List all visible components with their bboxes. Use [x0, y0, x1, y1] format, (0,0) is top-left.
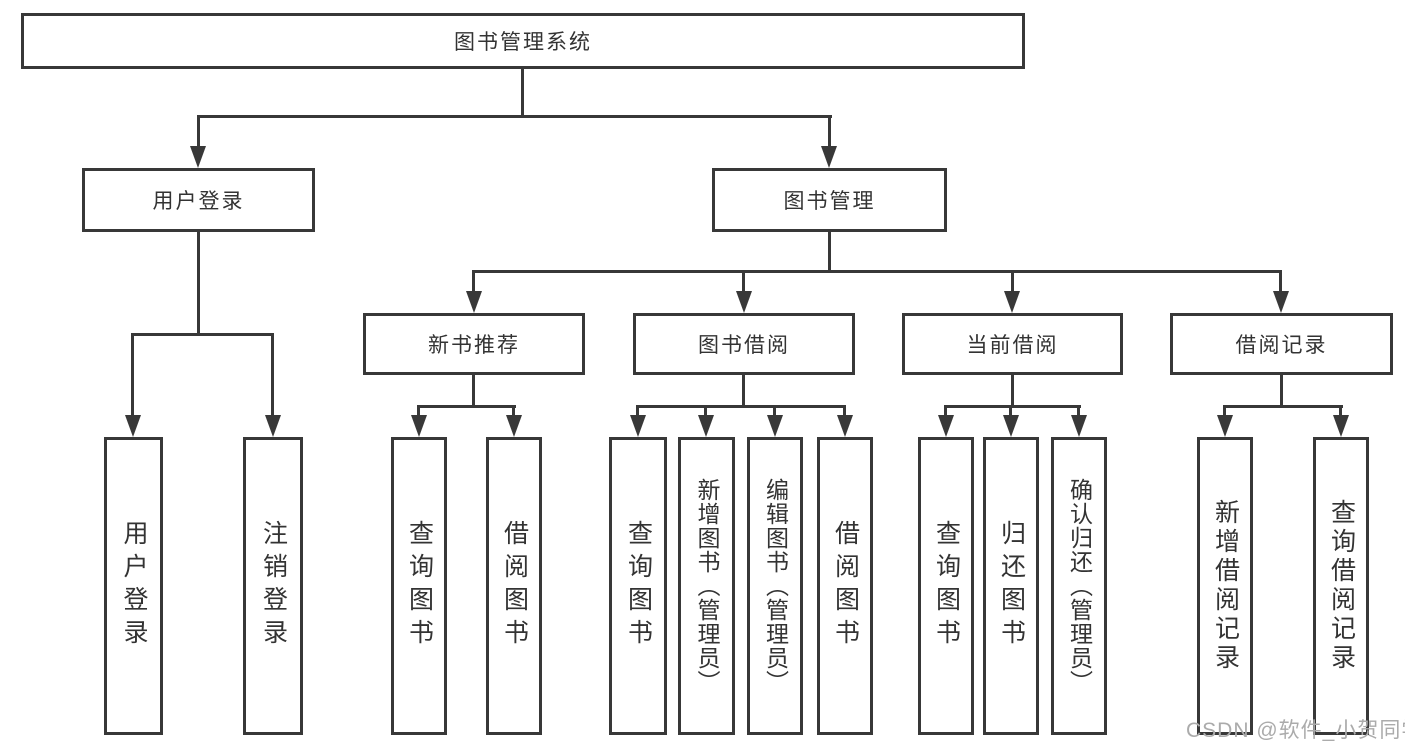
- connector-line: [1279, 270, 1282, 296]
- connector-line: [417, 405, 516, 408]
- node-current-borrowing: 当前借阅: [902, 313, 1123, 375]
- arrow-down-icon: [1333, 415, 1349, 437]
- node-label: 查询图书: [405, 520, 434, 652]
- arrow-down-icon: [506, 415, 522, 437]
- connector-line: [472, 270, 1282, 273]
- leaf-add-books-admin: 新增图书（管理员）: [678, 437, 735, 735]
- leaf-borrowing-query-books: 查询图书: [609, 437, 667, 735]
- leaf-borrow-books: 借阅图书: [817, 437, 873, 735]
- csdn-watermark: CSDN @软件_小贺同学: [1186, 719, 1405, 742]
- connector-line: [472, 270, 475, 296]
- node-label: 借阅图书: [500, 520, 529, 652]
- leaf-logout: 注销登录: [243, 437, 303, 735]
- arrow-down-icon: [265, 415, 281, 437]
- leaf-query-borrow-record: 查询借阅记录: [1313, 437, 1369, 735]
- connector-line: [131, 333, 134, 417]
- connector-line: [636, 405, 639, 419]
- arrow-down-icon: [938, 415, 954, 437]
- connector-line: [843, 405, 846, 419]
- arrow-down-icon: [821, 146, 837, 168]
- leaf-user-login: 用户登录: [104, 437, 163, 735]
- node-label: 新增图书（管理员）: [694, 478, 720, 694]
- node-book-borrowing: 图书借阅: [633, 313, 855, 375]
- connector-line: [512, 405, 515, 419]
- connector-line: [944, 405, 1081, 408]
- arrow-down-icon: [1004, 291, 1020, 313]
- node-book-management: 图书管理: [712, 168, 947, 232]
- leaf-confirm-return-admin: 确认归还（管理员）: [1051, 437, 1107, 735]
- arrow-down-icon: [767, 415, 783, 437]
- connector-line: [944, 405, 947, 419]
- connector-line: [1223, 405, 1343, 408]
- leaf-recommend-query-books: 查询图书: [391, 437, 447, 735]
- arrow-down-icon: [1071, 415, 1087, 437]
- node-label: 当前借阅: [966, 334, 1059, 357]
- connector-line: [636, 405, 846, 408]
- node-label: 注销登录: [259, 520, 288, 652]
- arrow-down-icon: [698, 415, 714, 437]
- node-label: 查询图书: [932, 520, 961, 652]
- arrow-down-icon: [837, 415, 853, 437]
- arrow-down-icon: [1273, 291, 1289, 313]
- arrow-down-icon: [125, 415, 141, 437]
- connector-line: [472, 375, 475, 408]
- connector-line: [271, 333, 274, 417]
- connector-line: [131, 333, 274, 336]
- node-label: 编辑图书（管理员）: [762, 478, 789, 694]
- node-label: 借阅图书: [831, 520, 860, 652]
- connector-line: [417, 405, 420, 419]
- arrow-down-icon: [466, 291, 482, 313]
- connector-line: [828, 232, 831, 273]
- connector-line: [197, 232, 200, 336]
- node-label: 借阅记录: [1235, 334, 1328, 357]
- node-user-login: 用户登录: [82, 168, 315, 232]
- connector-line: [521, 69, 524, 118]
- connector-line: [1223, 405, 1226, 419]
- connector-line: [742, 375, 745, 408]
- connector-line: [197, 115, 200, 149]
- connector-line: [197, 115, 832, 118]
- leaf-edit-books-admin: 编辑图书（管理员）: [747, 437, 803, 735]
- arrow-down-icon: [190, 146, 206, 168]
- connector-line: [1339, 405, 1342, 419]
- leaf-return-books: 归还图书: [983, 437, 1039, 735]
- node-label: 用户登录: [120, 520, 148, 652]
- node-root: 图书管理系统: [21, 13, 1025, 69]
- connector-line: [828, 115, 831, 149]
- connector-line: [1011, 375, 1014, 408]
- node-label: 用户登录: [152, 190, 245, 213]
- leaf-recommend-borrow-books: 借阅图书: [486, 437, 542, 735]
- node-new-book-recommend: 新书推荐: [363, 313, 585, 375]
- node-label: 查询图书: [624, 520, 653, 652]
- node-label: 新书推荐: [428, 334, 520, 357]
- node-label: 归还图书: [997, 520, 1026, 652]
- connector-line: [1009, 405, 1012, 419]
- arrow-down-icon: [736, 291, 752, 313]
- node-label: 查询借阅记录: [1327, 499, 1356, 673]
- node-label: 图书借阅: [698, 334, 790, 357]
- leaf-add-borrow-record: 新增借阅记录: [1197, 437, 1253, 735]
- arrow-down-icon: [411, 415, 427, 437]
- node-label: 确认归还（管理员）: [1066, 478, 1093, 694]
- arrow-down-icon: [1217, 415, 1233, 437]
- arrow-down-icon: [630, 415, 646, 437]
- connector-line: [1077, 405, 1080, 419]
- node-borrowing-records: 借阅记录: [1170, 313, 1393, 375]
- leaf-current-query-books: 查询图书: [918, 437, 974, 735]
- node-label: 图书管理系统: [454, 31, 592, 54]
- connector-line: [773, 405, 776, 419]
- connector-line: [1011, 270, 1014, 296]
- connector-line: [742, 270, 745, 296]
- node-label: 新增借阅记录: [1211, 499, 1240, 673]
- arrow-down-icon: [1003, 415, 1019, 437]
- node-label: 图书管理: [783, 190, 876, 213]
- connector-line: [704, 405, 707, 419]
- connector-line: [1280, 375, 1283, 408]
